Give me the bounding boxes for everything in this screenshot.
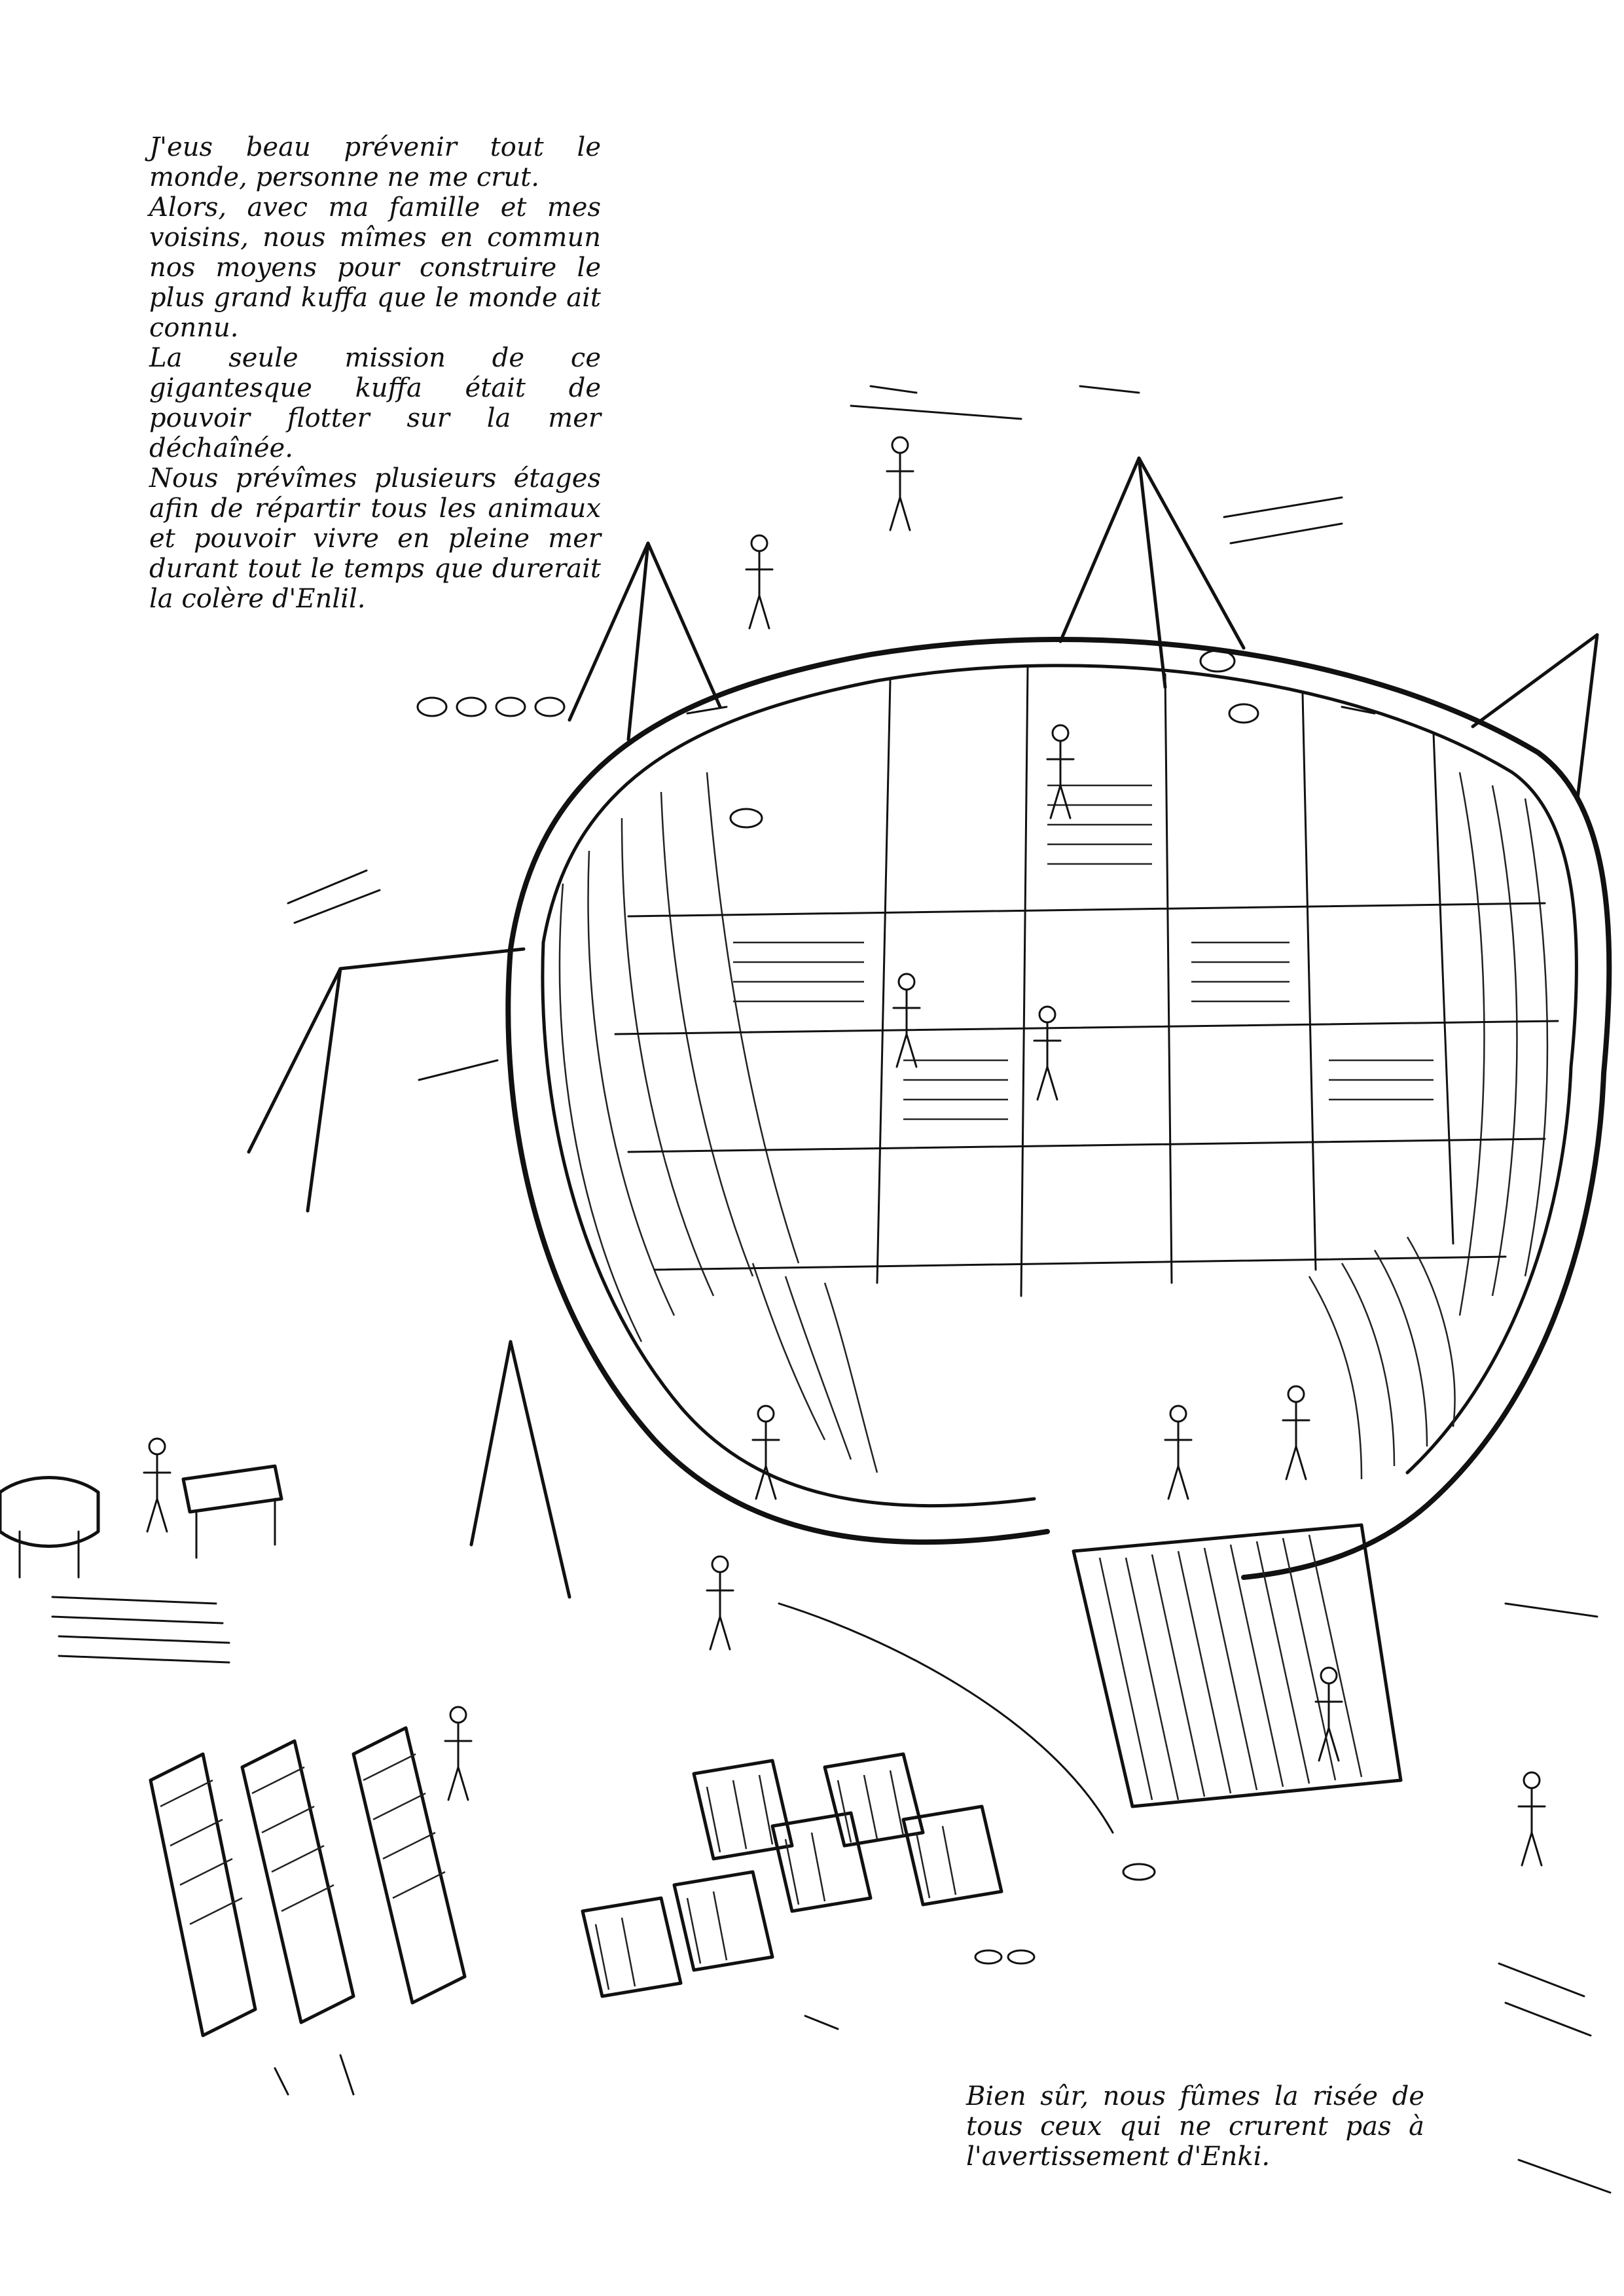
kuffa-hull — [505, 637, 1612, 1580]
narration-box-top: J'eus beau prévenir tout le monde, perso… — [149, 132, 601, 614]
workers — [143, 436, 1546, 1867]
ramp — [1072, 1523, 1403, 1808]
narration-line: Alors, avec ma famille et mes voisins, n… — [149, 192, 601, 343]
crates — [581, 1752, 1003, 1998]
narration-line: J'eus beau prévenir tout le monde, perso… — [149, 132, 601, 192]
ground-debris — [51, 385, 1612, 2194]
scaffolding-poles — [247, 456, 1599, 1599]
timber-stacks — [149, 1726, 467, 2037]
narration-line: La seule mission de ce gigantesque kuffa… — [149, 343, 601, 463]
narration-box-bottom: Bien sûr, nous fûmes la risée de tous ce… — [966, 2081, 1424, 2172]
narration-line: Nous prévîmes plusieurs étages afin de r… — [149, 463, 601, 614]
narration-line: Bien sûr, nous fûmes la risée de tous ce… — [966, 2081, 1424, 2172]
workbench-left — [0, 1464, 283, 1579]
